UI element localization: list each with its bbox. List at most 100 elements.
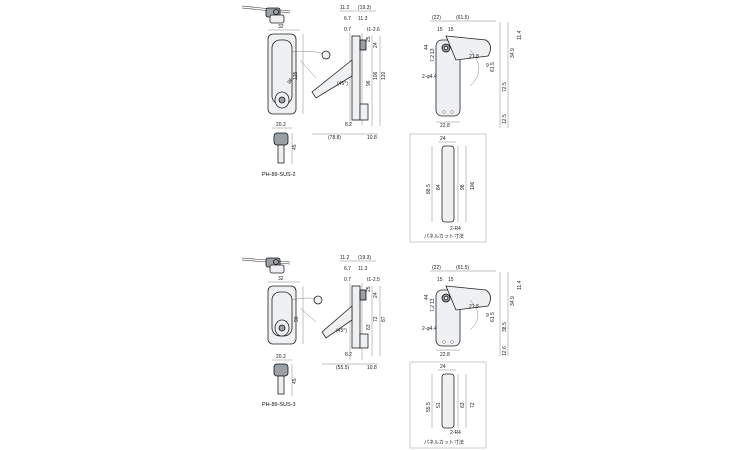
cutout-caption: パネルカット寸法 — [424, 439, 464, 446]
cutout-h2: 51 — [436, 402, 442, 408]
back-dim-h4: 7.2 — [430, 55, 436, 62]
back-dim-w1: (22) — [432, 15, 441, 21]
side-angle-label: (45°) — [336, 328, 347, 334]
back-dim-h6: 21.8 — [469, 304, 479, 310]
cutout-h4: 106 — [470, 181, 476, 190]
side-dim-t: t1-2.5 — [367, 277, 380, 283]
back-dim-h2: 44 — [424, 294, 430, 300]
key-view: 20.2 45 — [272, 122, 298, 164]
cutout-h2: 84 — [436, 184, 442, 190]
front-width-label: 32 — [278, 24, 284, 30]
side-dim-d: 24 — [373, 292, 379, 298]
drawing-sus-2: 32 125 86 20.2 45 PH-89-SUS-2 11.2 (19.3… — [241, 5, 523, 243]
side-dim-b: 11.3 — [358, 16, 368, 22]
back-dim-h7: 61.5 — [490, 62, 496, 72]
back-dim-h8: 72.5 — [502, 82, 508, 92]
side-dim-t: t1-2.6 — [367, 27, 380, 33]
back-dim-h5: 13 — [430, 298, 436, 304]
back-radius-label: 9 — [486, 63, 489, 69]
panel-cutout: 24 88.5 84 98 106 2-R4 パネルカット寸法 — [409, 133, 487, 243]
back-hole-label: 2-φ4.4 — [422, 74, 437, 80]
side-dim-g: 120 — [381, 71, 387, 80]
side-dim-g: 87 — [381, 316, 387, 322]
cutout-width-label: 24 — [440, 136, 446, 142]
model-name-label: PH-89-SUS-3 — [262, 402, 296, 408]
cutout-h4: 72 — [470, 402, 476, 408]
top-handle-view — [241, 5, 291, 24]
side-dim-f: 106 — [373, 71, 379, 80]
cutout-width-label: 24 — [440, 364, 446, 370]
key-length-label: 45 — [292, 378, 298, 384]
side-dim-h: 96 — [366, 80, 372, 86]
cutout-h3: 63 — [460, 402, 466, 408]
side-dim-c: 0.7 — [344, 277, 351, 283]
back-dim-h6: 21.8 — [469, 54, 479, 60]
cutout-h1: 55.5 — [426, 402, 432, 412]
back-view: (22) (61.5) 15 15 11.4 44 34.9 7.2 13 21… — [422, 265, 523, 358]
back-dim-x2: 15 — [448, 277, 454, 283]
side-view: 11.2 (19.3) 6.7 11.3 0.7 t1-2.5 (45°) 24… — [321, 255, 387, 371]
side-dim-c: 0.7 — [344, 27, 351, 33]
front-inner-label: 86 — [287, 77, 295, 85]
side-dim-top2: (19.3) — [358, 255, 371, 261]
side-dim-i: 8.2 — [345, 122, 352, 128]
key-width-label: 20.2 — [276, 122, 286, 128]
side-dim-bottom2: 10.8 — [367, 365, 377, 371]
back-dim-h3: 34.9 — [510, 296, 516, 306]
back-dim-x1: 15 — [437, 277, 443, 283]
front-width-label: 32 — [278, 276, 284, 282]
top-handle-view — [241, 257, 291, 274]
front-view: 32 125 86 — [267, 24, 331, 115]
side-dim-a: 6.7 — [344, 16, 351, 22]
front-height-label: 90 — [294, 316, 300, 322]
back-radius-label: 9 — [486, 313, 489, 319]
side-angle-label: (45°) — [337, 81, 348, 87]
side-dim-top1: 11.2 — [340, 5, 350, 11]
back-dim-x2: 15 — [448, 27, 454, 33]
back-dim-w2: (61.5) — [456, 265, 469, 271]
back-dim-h9: 12.5 — [502, 114, 508, 124]
side-dim-e: 25 — [366, 36, 372, 42]
back-dim-h2: 44 — [424, 44, 430, 50]
side-dim-bottom2: 10.8 — [367, 135, 377, 141]
back-dim-h9: 12.6 — [502, 346, 508, 356]
side-dim-bottom1: (78.8) — [328, 135, 341, 141]
back-dim-h5: 13 — [430, 48, 436, 54]
back-dim-h1: 11.4 — [517, 30, 523, 40]
back-dim-h1: 11.4 — [517, 280, 523, 290]
model-name-label: PH-89-SUS-2 — [262, 172, 296, 178]
panel-cutout: 24 55.5 51 63 72 2-R4 パネルカット寸法 — [409, 361, 487, 449]
side-dim-a: 6.7 — [344, 266, 351, 272]
side-dim-f: 72 — [373, 316, 379, 322]
back-dim-x1: 15 — [437, 27, 443, 33]
back-dim-h3: 34.9 — [510, 48, 516, 58]
back-dim-h4: 7.2 — [430, 305, 436, 312]
drawing-sus-3: 32 90 20.2 45 PH-89-SUS-3 11.2 (19.3) 6.… — [241, 255, 523, 449]
side-dim-top2: (19.3) — [358, 5, 371, 11]
cutout-caption: パネルカット寸法 — [424, 233, 464, 240]
back-view: (22) (61.5) 15 15 11.4 44 34.9 7.2 13 21… — [422, 15, 523, 129]
side-dim-d: 24 — [373, 42, 379, 48]
cutout-h1: 88.5 — [426, 184, 432, 194]
side-dim-i: 8.2 — [345, 352, 352, 358]
back-dim-bottom: 22.8 — [440, 123, 450, 129]
front-view: 32 90 — [267, 276, 323, 345]
key-view: 20.2 45 — [272, 354, 298, 396]
cutout-radius: 2-R4 — [450, 226, 461, 232]
back-dim-h7: 61.5 — [490, 312, 496, 322]
back-dim-h8: 38.5 — [502, 322, 508, 332]
key-length-label: 45 — [292, 144, 298, 150]
front-height-label: 125 — [293, 71, 299, 80]
cutout-h3: 98 — [460, 184, 466, 190]
back-dim-w1: (22) — [432, 265, 441, 271]
cutout-radius: 2-R4 — [450, 430, 461, 436]
side-dim-e: 25 — [366, 286, 372, 292]
side-dim-bottom1: (55.5) — [336, 365, 349, 371]
side-dim-b: 11.3 — [358, 266, 368, 272]
back-hole-label: 2-φ4.4 — [422, 326, 437, 332]
side-dim-h: 63 — [366, 324, 372, 330]
side-view: 11.2 (19.3) 6.7 11.3 0.7 t1-2.6 (45°) 24… — [311, 5, 387, 141]
side-dim-top1: 11.2 — [340, 255, 350, 261]
back-dim-w2: (61.5) — [456, 15, 469, 21]
